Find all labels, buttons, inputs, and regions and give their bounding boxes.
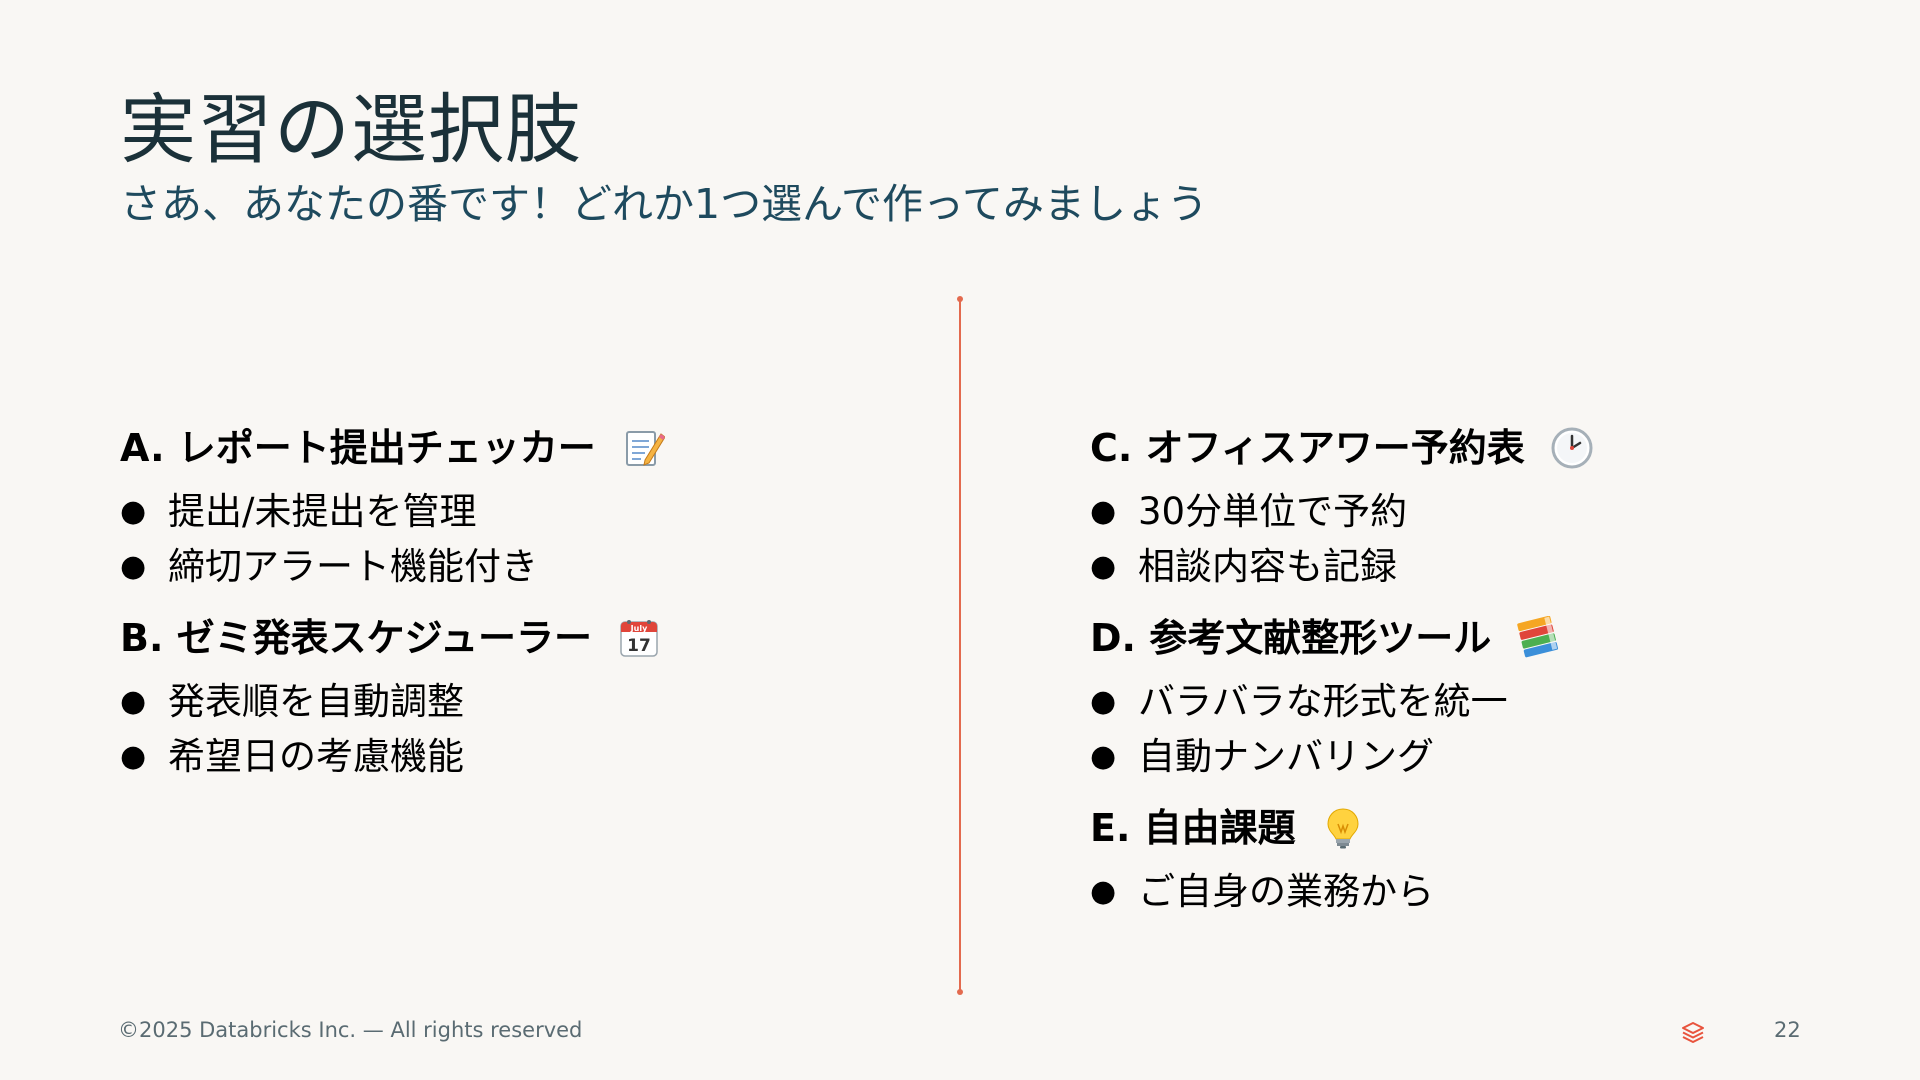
option-a: A. レポート提出チェッカー ● 提出/未提出を管理 ● 締切アラート機能付き	[120, 420, 880, 594]
list-item-text: 提出/未提出を管理	[168, 490, 477, 533]
bullet-glyph: ●	[1090, 874, 1117, 909]
copyright-text: ©2025 Databricks Inc. — All rights reser…	[118, 1018, 583, 1042]
list-item-text: 自動ナンバリング	[1138, 735, 1434, 778]
slide-subtitle: さあ、あなたの番です！どれか1つ選んで作ってみましょう	[120, 180, 1208, 228]
option-heading: D. 参考文献整形ツール	[1090, 610, 1850, 666]
option-c-bullets: ● 30分単位で予約 ● 相談内容も記録	[1090, 484, 1850, 594]
option-b-title: B. ゼミ発表スケジューラー	[120, 616, 592, 660]
list-item: ● バラバラな形式を統一	[1090, 674, 1850, 729]
list-item: ● 希望日の考慮機能	[120, 729, 880, 784]
bullet-glyph: ●	[120, 739, 147, 774]
list-item: ● 相談内容も記録	[1090, 539, 1850, 594]
list-item: ● 締切アラート機能付き	[120, 539, 880, 594]
books-icon	[1515, 615, 1561, 661]
column-divider	[957, 296, 963, 995]
bullet-glyph: ●	[120, 494, 147, 529]
option-c: C. オフィスアワー予約表 ● 30分単位で予約 ● 相談内容も記録	[1090, 420, 1850, 594]
list-item-text: 相談内容も記録	[1138, 545, 1397, 588]
memo-icon	[620, 425, 666, 471]
list-item: ● 発表順を自動調整	[120, 674, 880, 729]
bullet-glyph: ●	[1090, 549, 1117, 584]
bullet-glyph: ●	[1090, 684, 1117, 719]
option-a-title: A. レポート提出チェッカー	[120, 426, 596, 470]
option-e-bullets: ● ご自身の業務から	[1090, 864, 1850, 919]
option-a-bullets: ● 提出/未提出を管理 ● 締切アラート機能付き	[120, 484, 880, 594]
option-d-bullets: ● バラバラな形式を統一 ● 自動ナンバリング	[1090, 674, 1850, 784]
bullet-glyph: ●	[120, 684, 147, 719]
option-d: D. 参考文献整形ツール ● バラバラな形式を統一 ● 自動ナンバリング	[1090, 610, 1850, 784]
page-number: 22	[1774, 1018, 1801, 1042]
option-heading: A. レポート提出チェッカー	[120, 420, 880, 476]
lightbulb-icon	[1320, 805, 1366, 851]
option-heading: C. オフィスアワー予約表	[1090, 420, 1850, 476]
databricks-logo-icon	[1680, 1020, 1706, 1046]
calendar-icon: July 17	[616, 615, 662, 661]
slide-title: 実習の選択肢	[120, 85, 582, 174]
list-item: ● ご自身の業務から	[1090, 864, 1850, 919]
option-e-title: E. 自由課題	[1090, 806, 1296, 850]
list-item: ● 提出/未提出を管理	[120, 484, 880, 539]
left-column: A. レポート提出チェッカー ● 提出/未提出を管理 ● 締切アラート機能付き B.…	[120, 420, 880, 800]
list-item: ● 自動ナンバリング	[1090, 729, 1850, 784]
bullet-glyph: ●	[1090, 494, 1117, 529]
list-item-text: 締切アラート機能付き	[168, 545, 538, 588]
option-heading: B. ゼミ発表スケジューラー July 17	[120, 610, 880, 666]
option-b-bullets: ● 発表順を自動調整 ● 希望日の考慮機能	[120, 674, 880, 784]
option-d-title: D. 参考文献整形ツール	[1090, 616, 1492, 660]
option-heading: E. 自由課題	[1090, 800, 1850, 856]
clock-icon	[1549, 425, 1595, 471]
right-column: C. オフィスアワー予約表 ● 30分単位で予約 ● 相談内容も記録 D. 参考文献…	[1090, 420, 1850, 935]
calendar-month: July	[630, 624, 648, 633]
calendar-day: 17	[627, 636, 651, 656]
list-item-text: ご自身の業務から	[1138, 870, 1434, 913]
list-item: ● 30分単位で予約	[1090, 484, 1850, 539]
list-item-text: 30分単位で予約	[1138, 490, 1408, 533]
list-item-text: 発表順を自動調整	[168, 680, 464, 723]
option-c-title: C. オフィスアワー予約表	[1090, 426, 1525, 470]
option-b: B. ゼミ発表スケジューラー July 17 ● 発表順を自動調整 ● 希望日の考慮…	[120, 610, 880, 784]
list-item-text: 希望日の考慮機能	[168, 735, 464, 778]
bullet-glyph: ●	[1090, 739, 1117, 774]
bullet-glyph: ●	[120, 549, 147, 584]
option-e: E. 自由課題 ● ご自身の業務から	[1090, 800, 1850, 919]
list-item-text: バラバラな形式を統一	[1138, 680, 1508, 723]
